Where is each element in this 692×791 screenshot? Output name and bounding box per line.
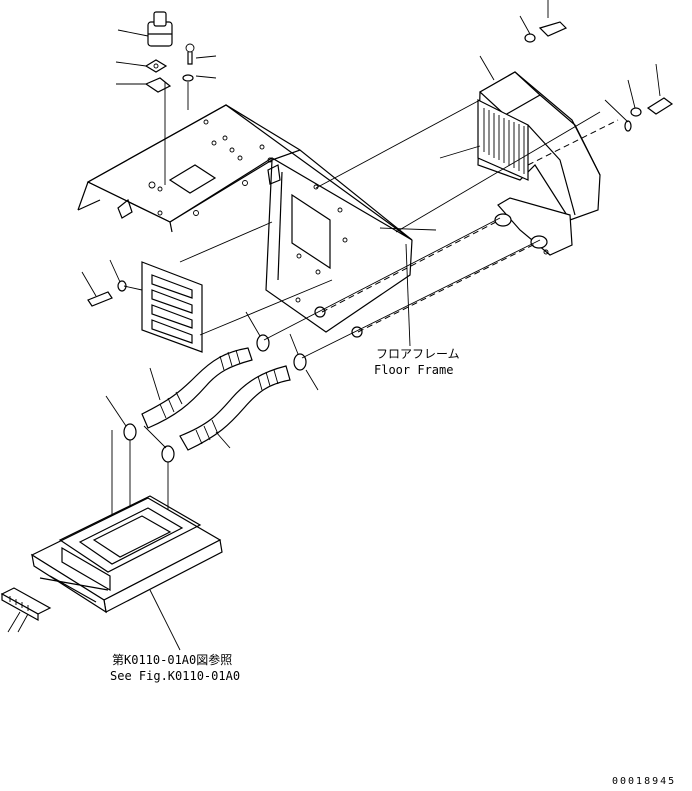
switch-assembly [115,11,217,185]
see-fig-label-en: See Fig.K0110-01A0 [110,669,240,683]
hose-assembly [105,217,541,463]
floor-frame-label-jp: フロアフレーム [376,347,460,361]
floor-frame-label-en: Floor Frame [374,363,453,377]
label-leaders [379,227,437,347]
connector-grille [0,587,52,622]
hose-lower-ribs [195,369,279,445]
drawing-number: 00018945 [612,776,676,787]
hose-upper-ribs [159,349,241,419]
heater-unit [315,0,674,256]
see-fig-label-jp: 第K0110-01A0図参照 [112,652,232,667]
louver-grille [81,221,333,353]
heater-fins [483,108,525,174]
frame-holes [148,119,348,303]
duct-box [0,495,223,651]
floor-frame [77,104,413,333]
